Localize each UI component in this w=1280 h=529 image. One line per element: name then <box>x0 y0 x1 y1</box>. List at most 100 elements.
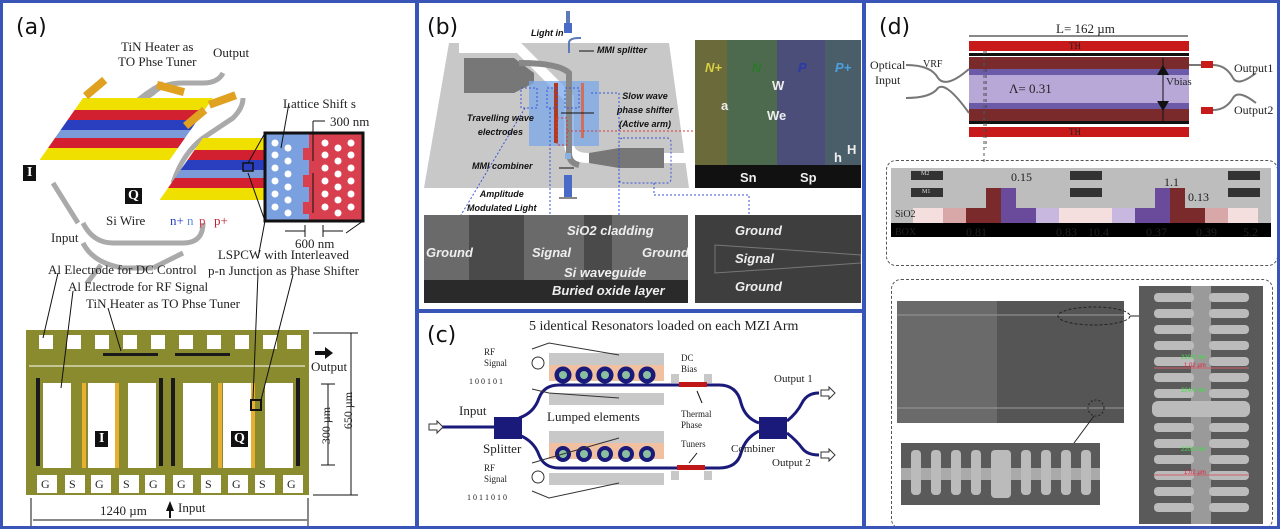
dim-sn: Sn <box>740 170 757 185</box>
dim-1-1: 1.1 <box>1164 175 1179 189</box>
panel-b: (b) Light in <box>416 0 865 312</box>
dim-we: We <box>767 108 787 123</box>
dim-0-83: 0.83 <box>1056 225 1077 239</box>
output-label-top: Output <box>213 45 250 60</box>
dim-h: h <box>834 150 842 165</box>
panel-d: (d) <box>863 0 1280 529</box>
sem-label: SiO2 cladding <box>567 223 654 238</box>
sem-label: Signal <box>532 245 572 260</box>
arm-i-badge-top: I <box>23 165 37 181</box>
si-wire-label: Si Wire <box>106 213 146 228</box>
sem-measurement: 224.4 nm <box>1181 388 1207 394</box>
input-label-bottom: Input <box>178 500 206 515</box>
arm-q-badge-bottom: Q <box>231 431 248 447</box>
mmi-splitter-label: MMI splitter <box>597 45 648 55</box>
output2-label: Output 2 <box>772 457 811 469</box>
pad-label: G <box>287 477 296 491</box>
dim-300um: 300 µm <box>319 406 334 445</box>
heater-top: TH <box>1069 41 1081 51</box>
metal-m2-label: M2 <box>921 171 930 177</box>
sem-electrodes: Ground Signal SiO2 cladding Si waveguide… <box>424 215 688 303</box>
dim-0-37: 0.37 <box>1146 225 1167 239</box>
input-label-top: Input <box>51 230 79 245</box>
doping-n: n <box>187 213 194 228</box>
dim-a: a <box>721 98 729 113</box>
sem-label: Si waveguide <box>564 265 647 280</box>
panel-a: (a) <box>0 0 418 529</box>
light-in-label: Light in <box>531 28 564 38</box>
region-n-plus: N+ <box>705 60 722 75</box>
grating-teeth <box>1152 293 1250 512</box>
sem-measurement: 220.9 nm <box>1181 447 1207 453</box>
dim-0-39: 0.39 <box>1196 225 1217 239</box>
arm-i-badge-bottom: I <box>95 431 109 447</box>
photonic-crystal-holes <box>271 139 355 217</box>
chip-photo <box>26 330 309 495</box>
pad-label: G <box>95 477 104 491</box>
panel-c-title: 5 identical Resonators loaded on each MZ… <box>529 319 799 334</box>
cross-section-frame <box>886 160 1277 266</box>
dim-0-81: 0.81 <box>966 225 987 239</box>
sem-taper: Ground Signal Ground <box>695 215 861 303</box>
sio2-label: SiO2 <box>895 209 916 220</box>
taper-label: Ground <box>735 279 782 294</box>
doping-p-plus: p+ <box>214 213 228 228</box>
tuners-label: Tuners <box>681 439 706 449</box>
splitter-label: Splitter <box>483 441 522 456</box>
region-p: P <box>798 60 807 75</box>
dim-10-4: 10.4 <box>1088 225 1109 239</box>
pad-label: G <box>232 477 241 491</box>
sem-label: Buried oxide layer <box>552 283 665 298</box>
mzi-resonator-schematic <box>428 342 836 499</box>
sem-measurement: 1.02 µm <box>1184 363 1206 369</box>
mmi-combiner-label: MMI combiner <box>472 161 533 171</box>
doping-p: p <box>199 213 206 228</box>
input-label: Input <box>459 403 487 418</box>
combiner-label: Combiner <box>731 443 775 455</box>
pad-label: G <box>149 477 158 491</box>
lspcw-label: LSPCW with Interleaved p-n Junction as P… <box>208 247 359 278</box>
modulator-3d-schematic <box>26 71 365 526</box>
dc-electrode-label: Al Electrode for DC Control <box>48 262 197 277</box>
arm-q-badge-top: Q <box>125 188 142 204</box>
output-label-bottom: Output <box>311 359 348 374</box>
panel-c-label: (c) <box>427 323 457 348</box>
lambda-label: Λ= 0.31 <box>1009 81 1052 96</box>
region-n: N <box>752 60 762 75</box>
output1-label: Output1 <box>1234 61 1274 75</box>
lattice-shift-label: Lattice Shift s <box>283 96 356 111</box>
dim-0-15: 0.15 <box>1011 170 1032 184</box>
vbias-label: Vbias <box>1166 76 1192 88</box>
output1-label: Output 1 <box>774 373 813 385</box>
bits-top: 1 0 0 1 0 1 <box>469 377 503 386</box>
pad-label: S <box>69 477 76 491</box>
substrate-label: Si Substrate <box>896 243 945 254</box>
rf-electrode-label: Al Electrode for RF Signal <box>68 279 209 294</box>
dim-5-2: 5.2 <box>1243 225 1258 239</box>
dim-600nm: 600 nm <box>295 236 335 251</box>
pad-label: S <box>123 477 130 491</box>
panel-c: (c) 5 identical Resonators loaded on eac… <box>416 310 865 529</box>
sem-cross-section: N+ N P P+ W a We h H Sn Sp <box>695 40 861 188</box>
region-p-plus: P+ <box>835 60 852 75</box>
pad-label: S <box>259 477 266 491</box>
vrf-label: VRF <box>923 59 943 70</box>
sem-label: Ground <box>642 245 688 260</box>
output2-label: Output2 <box>1234 103 1274 117</box>
sem-measurement: 1.02 µm <box>1184 470 1206 476</box>
dim-650um: 650 µm <box>341 391 356 430</box>
slow-wave-label: Slow wave phase shifter (Active arm) <box>617 91 674 129</box>
metal-m1-label: M1 <box>922 189 931 195</box>
panel-a-label: (a) <box>16 15 47 40</box>
sem-measurement: 220.9 nm <box>1181 355 1207 361</box>
taper-label: Ground <box>735 223 782 238</box>
taper-label: Signal <box>735 251 775 266</box>
pad-label: G <box>177 477 186 491</box>
box-label: BOX <box>895 227 917 238</box>
sem-frame <box>891 279 1273 526</box>
pad-label: G <box>41 477 50 491</box>
sem-label: Ground <box>426 245 473 260</box>
